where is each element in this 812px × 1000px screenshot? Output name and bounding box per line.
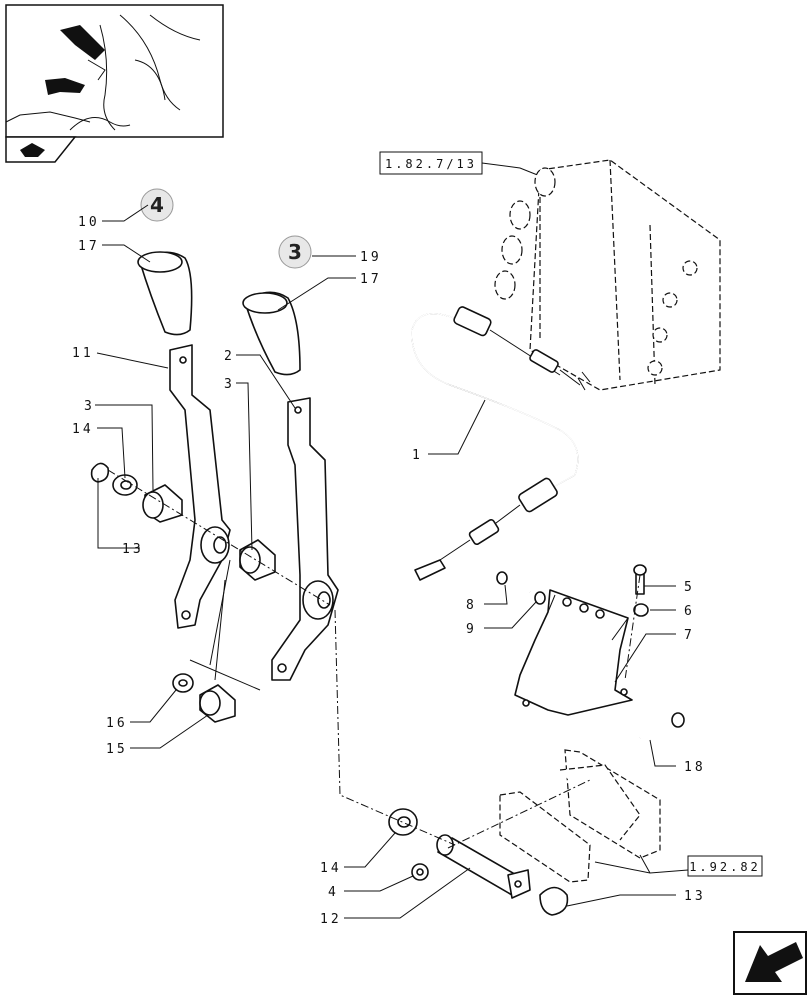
lower-support: [499, 749, 661, 883]
assembly-axes: [107, 469, 641, 849]
callout-3-right[interactable]: 3: [224, 377, 235, 392]
badge-3[interactable]: 3: [278, 235, 312, 269]
washer-14-left: [112, 474, 138, 496]
reference-box-1-82-7-13[interactable]: 1.82.7/13: [379, 151, 546, 179]
next-page-button[interactable]: [733, 931, 807, 995]
washer-16: [172, 673, 194, 693]
callout-5[interactable]: 5: [684, 580, 695, 595]
lever-right: [271, 397, 339, 681]
reference-label: 1.82.7/13: [385, 157, 477, 171]
pin-12: [436, 834, 531, 899]
badge-3-label: 3: [288, 240, 302, 264]
bushing-3-left: [142, 484, 183, 523]
callout-19[interactable]: 19: [360, 250, 382, 265]
control-cable: [411, 306, 591, 581]
callouts: 10 17 19 17 11 2 3 3 14 13 1 5 6 8 9 7 1…: [72, 215, 706, 927]
knob-left: [137, 251, 193, 336]
callout-13-left[interactable]: 13: [122, 542, 144, 557]
lever-left: [169, 344, 231, 629]
callout-8[interactable]: 8: [466, 598, 477, 613]
callout-10[interactable]: 10: [78, 215, 100, 230]
callout-4[interactable]: 4: [328, 885, 339, 900]
washer-6: [633, 603, 649, 617]
callout-16[interactable]: 16: [106, 716, 128, 731]
reference-label: 1.92.82: [689, 860, 761, 874]
callout-14-top[interactable]: 14: [72, 422, 94, 437]
callout-14-bottom[interactable]: 14: [320, 861, 342, 876]
knob-right: [242, 291, 301, 376]
reference-box-1-92-82[interactable]: 1.92.82: [594, 854, 763, 877]
callout-3-left[interactable]: 3: [84, 399, 95, 414]
clip-13-left: [90, 462, 110, 483]
callout-6[interactable]: 6: [684, 604, 695, 619]
bolt-18: [639, 712, 685, 740]
washer-9: [534, 591, 546, 605]
callout-2[interactable]: 2: [224, 349, 235, 364]
callout-1[interactable]: 1: [412, 448, 423, 463]
callout-13-bottom[interactable]: 13: [684, 889, 706, 904]
washer-4: [411, 863, 429, 881]
clip-13-bottom: [539, 886, 569, 916]
callout-12[interactable]: 12: [320, 912, 342, 927]
bushing-15: [199, 684, 236, 723]
callout-7[interactable]: 7: [684, 628, 695, 643]
leader-lines: [95, 204, 676, 919]
callout-15[interactable]: 15: [106, 742, 128, 757]
bracket-7: [514, 589, 633, 716]
catalog-tab[interactable]: [5, 136, 77, 163]
callout-11[interactable]: 11: [72, 346, 94, 361]
callout-18[interactable]: 18: [684, 760, 706, 775]
callout-17-right[interactable]: 17: [360, 272, 382, 287]
callout-9[interactable]: 9: [466, 622, 477, 637]
arrow-down-left-icon: [745, 942, 803, 982]
badge-4[interactable]: 4: [140, 188, 174, 222]
bolt-8: [496, 571, 531, 594]
bolt-5: [633, 564, 647, 595]
bushing-3-middle: [239, 539, 276, 581]
thumbnail-inset[interactable]: [5, 4, 224, 138]
callout-17-left[interactable]: 17: [78, 239, 100, 254]
valve-block: [494, 159, 721, 391]
washer-14-bottom: [388, 808, 418, 836]
badge-4-label: 4: [150, 193, 164, 217]
